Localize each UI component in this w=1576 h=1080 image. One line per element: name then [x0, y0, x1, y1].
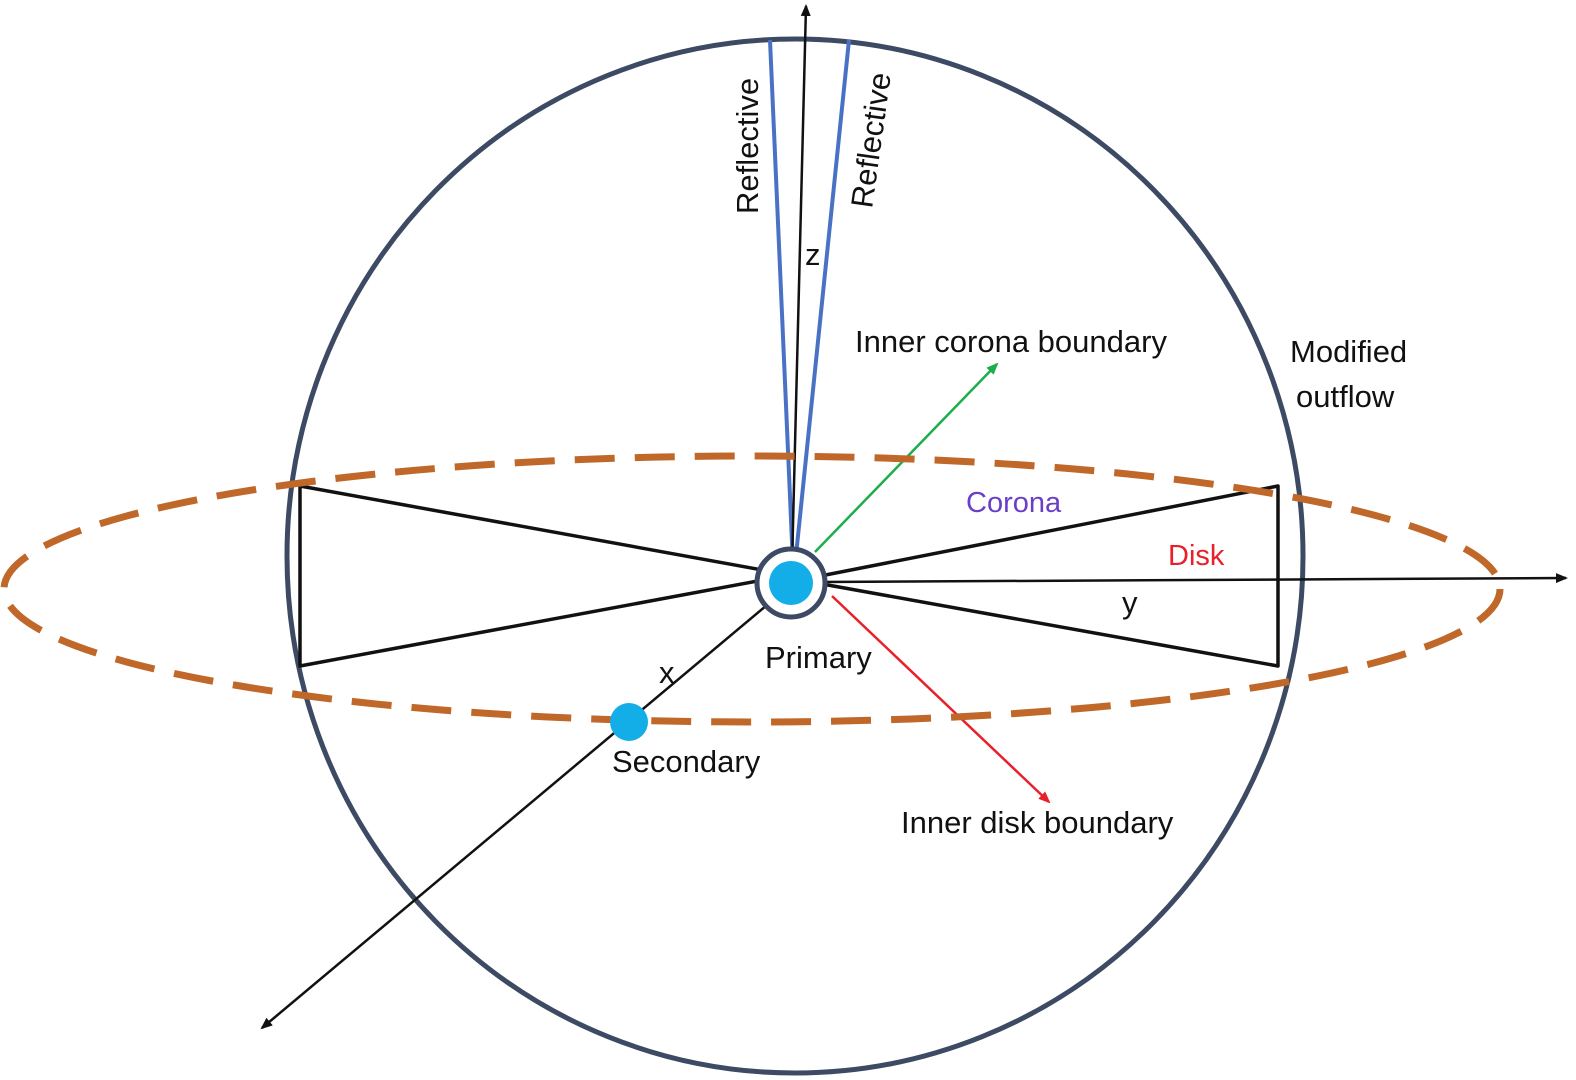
outer-boundary-circle — [284, 36, 1306, 1076]
secondary-star — [610, 703, 648, 741]
disk-wedge-right — [798, 484, 1280, 668]
x-axis-label: x — [659, 655, 675, 690]
reflective-wedge-right-edge — [793, 39, 851, 566]
reflective-right-label: Reflective — [844, 70, 898, 210]
inner-disk-boundary-label: Inner disk boundary — [901, 805, 1174, 840]
z-axis-arrow — [790, 4, 811, 566]
z-axis-label: z — [805, 237, 821, 272]
disk-wedge-left — [298, 484, 792, 668]
reflective-wedge-left-edge — [768, 39, 795, 566]
primary-label: Primary — [765, 640, 872, 675]
modified-outflow-label-line1: Modified — [1290, 334, 1407, 369]
inner-corona-boundary-label: Inner corona boundary — [855, 324, 1167, 359]
reflective-left-label: Reflective — [730, 78, 765, 214]
x-axis-arrow — [260, 599, 774, 1030]
secondary-label: Secondary — [612, 744, 761, 779]
primary-star — [769, 561, 813, 605]
modified-outflow-label-line2: outflow — [1296, 379, 1395, 414]
disk-label: Disk — [1168, 540, 1225, 572]
corona-label: Corona — [966, 487, 1062, 519]
y-axis-arrow — [817, 573, 1568, 584]
binary-orbit — [0, 452, 1504, 726]
y-axis-label: y — [1122, 585, 1138, 620]
inner-disk-boundary-arrow — [831, 595, 1051, 804]
